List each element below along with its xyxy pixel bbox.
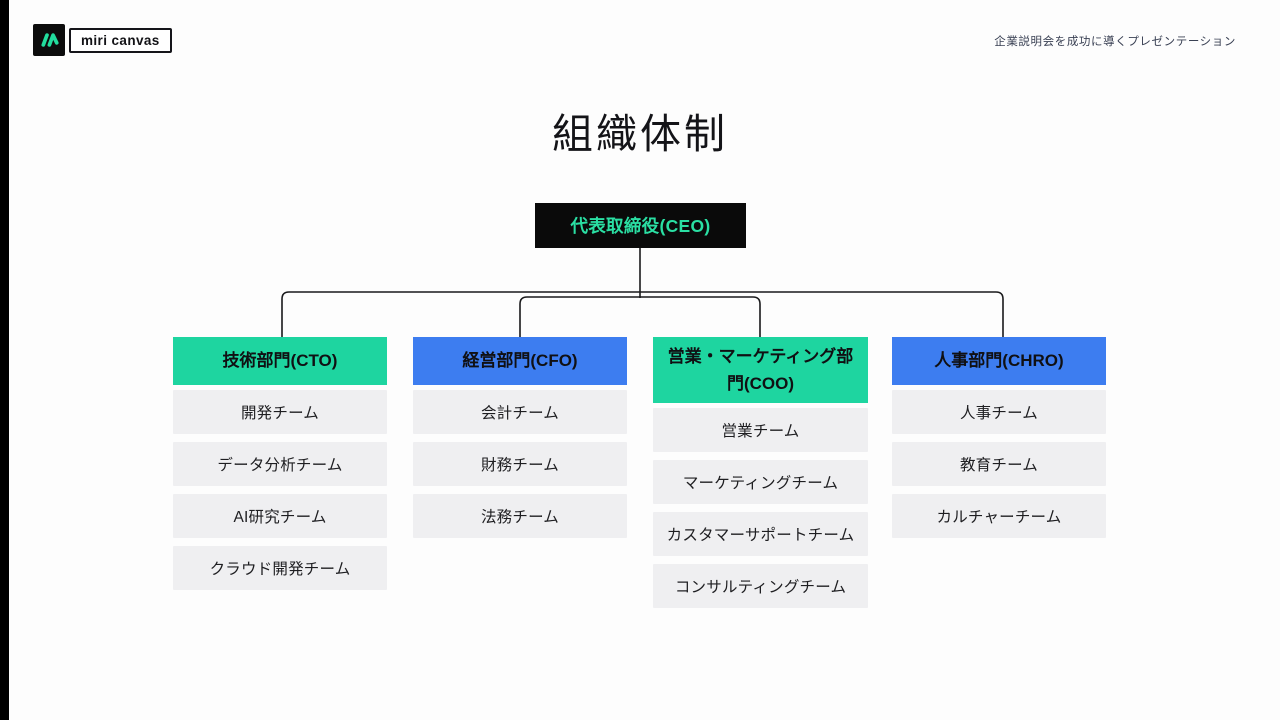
department-column-cfo: 経営部門(CFO) 会計チーム財務チーム法務チーム <box>413 337 627 546</box>
team-item: データ分析チーム <box>173 442 387 486</box>
team-item: 開発チーム <box>173 390 387 434</box>
team-list: 営業チームマーケティングチームカスタマーサポートチームコンサルティングチーム <box>653 408 868 609</box>
department-column-coo: 営業・マーケティング部門(COO) 営業チームマーケティングチームカスタマーサポ… <box>653 337 868 616</box>
team-list: 開発チームデータ分析チーム AI研究チームクラウド開発チーム <box>173 390 387 590</box>
department-header: 人事部門(CHRO) <box>892 337 1106 385</box>
team-item: 財務チーム <box>413 442 627 486</box>
team-item: コンサルティングチーム <box>653 564 868 609</box>
team-item: AI研究チーム <box>173 494 387 538</box>
department-column-cto: 技術部門(CTO) 開発チームデータ分析チーム AI研究チームクラウド開発チーム <box>173 337 387 598</box>
team-item: マーケティングチーム <box>653 460 868 505</box>
team-list: 人事チーム教育チームカルチャーチーム <box>892 390 1106 538</box>
team-item: クラウド開発チーム <box>173 546 387 590</box>
slide-tagline: 企業説明会を成功に導くプレゼンテーション <box>994 36 1236 48</box>
team-item: 営業チーム <box>653 408 868 453</box>
connector-outer-branch <box>281 291 1004 337</box>
slide-title: 組織体制 <box>552 111 728 157</box>
team-item: 人事チーム <box>892 390 1106 434</box>
miricanvas-m-mark <box>41 33 59 47</box>
team-item: 法務チーム <box>413 494 627 538</box>
brand-wordmark: miri canvas <box>69 28 172 53</box>
department-header: 営業・マーケティング部門(COO) <box>653 337 868 404</box>
department-header: 技術部門(CTO) <box>173 337 387 385</box>
left-edge-bar <box>0 0 9 720</box>
department-column-chro: 人事部門(CHRO) 人事チーム教育チームカルチャーチーム <box>892 337 1106 546</box>
miricanvas-logo-icon <box>33 24 65 56</box>
department-header: 経営部門(CFO) <box>413 337 627 385</box>
team-item: カルチャーチーム <box>892 494 1106 538</box>
team-item: 教育チーム <box>892 442 1106 486</box>
team-item: カスタマーサポートチーム <box>653 512 868 557</box>
connector-inner-branch <box>519 296 761 337</box>
team-item: 会計チーム <box>413 390 627 434</box>
team-list: 会計チーム財務チーム法務チーム <box>413 390 627 538</box>
org-root-node-ceo: 代表取締役(CEO) <box>535 203 746 248</box>
